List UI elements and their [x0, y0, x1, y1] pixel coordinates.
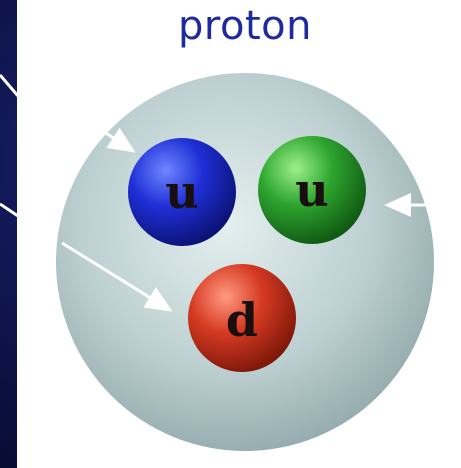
quark-up-green: u — [258, 136, 366, 244]
diagram-title: proton — [178, 3, 312, 49]
arrow-to-blue-quark — [94, 124, 136, 153]
pointer-line-top — [0, 74, 20, 97]
quark-down-red: d — [188, 264, 296, 372]
quark-up-blue: u — [128, 138, 236, 246]
quark-label: u — [295, 163, 328, 217]
arrow-to-red-quark — [61, 241, 173, 312]
quark-label: d — [226, 293, 258, 347]
quark-label: u — [165, 165, 198, 219]
proton-sphere — [56, 73, 434, 451]
pointer-line-bottom — [0, 202, 19, 218]
